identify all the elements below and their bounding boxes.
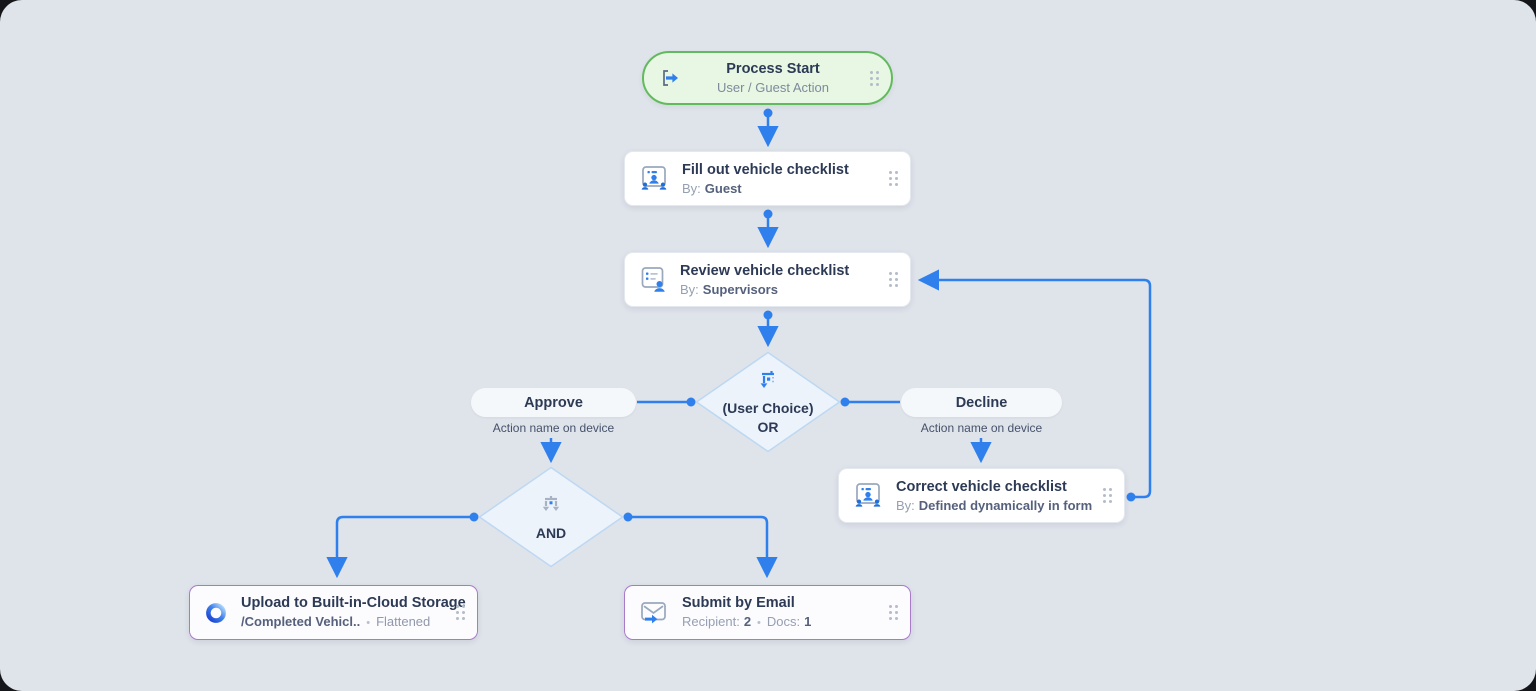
by-value: Defined dynamically in form xyxy=(918,497,1093,513)
node-submit-by-email[interactable]: Submit by Email Recipient:2 • Docs:1 xyxy=(624,585,911,640)
edge-start-to-fill xyxy=(757,108,779,148)
checklist-person-icon xyxy=(639,266,667,293)
node-fill-out-checklist[interactable]: Fill out vehicle checklist By:Guest xyxy=(624,151,911,206)
cloud-ring-icon xyxy=(204,601,228,625)
upload-mode: Flattened xyxy=(376,613,431,629)
branch-caption-decline: Action name on device xyxy=(920,421,1043,435)
edge-and-to-email xyxy=(623,512,778,579)
node-subtitle: User / Guest Action xyxy=(717,80,829,95)
branch-label: Decline xyxy=(955,394,1008,411)
by-value: Supervisors xyxy=(702,281,778,297)
node-review-checklist[interactable]: Review vehicle checklist By:Supervisors xyxy=(624,252,911,307)
drag-handle-dots-icon[interactable] xyxy=(870,70,879,86)
drag-handle-dots-icon[interactable] xyxy=(456,605,465,620)
separator-dot: • xyxy=(366,616,371,629)
drag-handle-dots-icon[interactable] xyxy=(889,605,898,620)
gate-operator: AND xyxy=(535,524,567,541)
node-title: Correct vehicle checklist xyxy=(896,478,1067,495)
gate-title: (User Choice) xyxy=(722,399,814,416)
edge-correct-loop-to-review xyxy=(917,269,1152,502)
branch-label: Approve xyxy=(524,394,583,411)
edge-choice-to-approve xyxy=(637,397,696,407)
drag-handle-dots-icon[interactable] xyxy=(1103,488,1112,503)
separator-dot: • xyxy=(757,616,761,629)
node-correct-checklist[interactable]: Correct vehicle checklist By:Defined dyn… xyxy=(838,468,1125,523)
node-title: Upload to Built-in-Cloud Storage xyxy=(241,594,466,611)
by-label: By: xyxy=(680,281,699,297)
form-people-icon xyxy=(639,165,669,193)
branch-caption-approve: Action name on device xyxy=(492,421,615,435)
branch-split-gray-icon xyxy=(538,493,564,520)
node-user-choice-gate[interactable]: (User Choice) OR xyxy=(695,351,841,453)
branch-split-blue-icon xyxy=(755,369,781,396)
node-upload-cloud-storage[interactable]: Upload to Built-in-Cloud Storage /Comple… xyxy=(189,585,478,640)
drag-handle-dots-icon[interactable] xyxy=(889,171,898,186)
docs-label: Docs: xyxy=(766,613,801,629)
by-label: By: xyxy=(896,497,915,513)
node-and-gate[interactable]: AND xyxy=(478,466,624,568)
upload-path: /Completed Vehicl.. xyxy=(241,613,361,629)
node-process-start[interactable]: Process Start User / Guest Action xyxy=(642,51,893,105)
edge-and-to-upload xyxy=(326,512,479,579)
branch-pill-approve[interactable]: Approve xyxy=(471,388,636,417)
edge-review-to-choice xyxy=(757,310,779,348)
recipient-label: Recipient: xyxy=(682,613,740,629)
edge-fill-to-review xyxy=(757,209,779,249)
node-title: Process Start xyxy=(726,61,820,77)
by-value: Guest xyxy=(704,180,742,196)
gate-operator: OR xyxy=(757,418,779,435)
node-title: Review vehicle checklist xyxy=(680,262,850,279)
docs-value: 1 xyxy=(804,613,812,629)
node-title: Submit by Email xyxy=(682,594,795,611)
enter-arrow-icon xyxy=(658,66,682,90)
form-people-icon xyxy=(853,482,883,510)
envelope-send-icon xyxy=(639,600,669,626)
by-label: By: xyxy=(682,180,701,196)
branch-pill-decline[interactable]: Decline xyxy=(901,388,1062,417)
recipient-value: 2 xyxy=(743,613,752,629)
edge-choice-to-decline xyxy=(840,397,900,407)
node-title: Fill out vehicle checklist xyxy=(682,161,849,178)
drag-handle-dots-icon[interactable] xyxy=(889,272,898,287)
